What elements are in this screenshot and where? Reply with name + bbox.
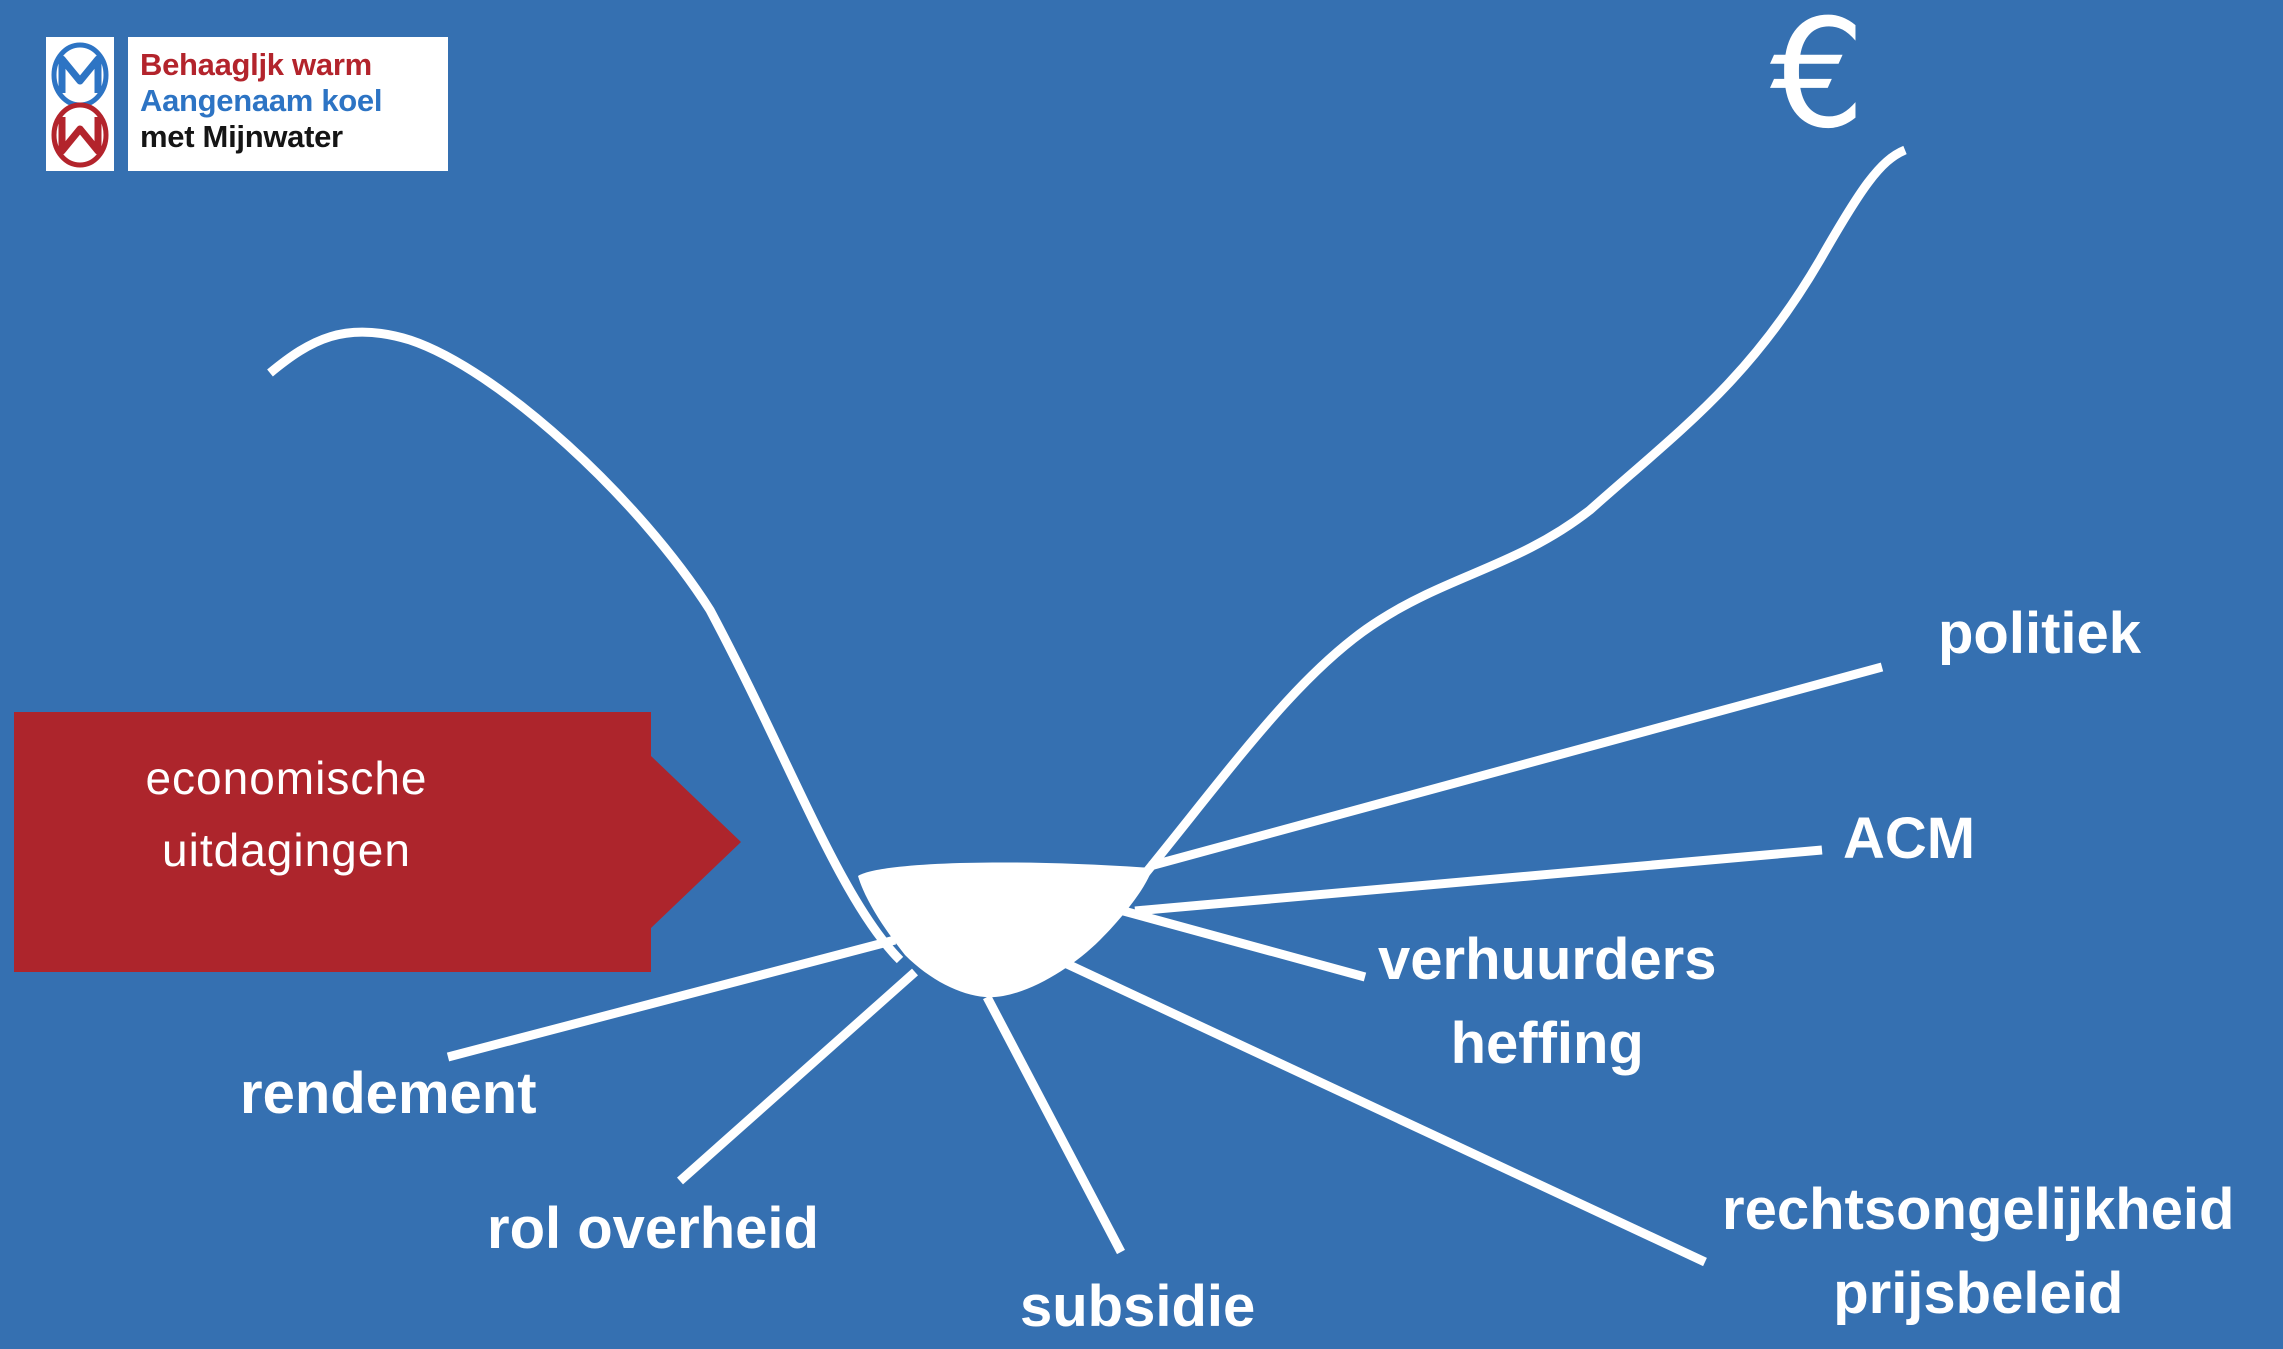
label-acm: ACM — [1843, 797, 1975, 881]
label-rol-overheid: rol overheid — [487, 1187, 819, 1271]
spoke-verhuurders — [1120, 910, 1365, 977]
spoke-subsidie — [987, 997, 1121, 1252]
label-politiek: politiek — [1938, 592, 2141, 676]
spoke-politiek — [1150, 667, 1882, 866]
label-verhuurders-heffing: verhuurders heffing — [1378, 918, 1716, 1086]
label-rechtsongelijkheid-prijsbeleid: rechtsongelijkheid prijsbeleid — [1722, 1168, 2234, 1336]
label-subsidie: subsidie — [1020, 1265, 1255, 1349]
label-rechts-line-2: prijsbeleid — [1722, 1252, 2234, 1336]
spoke-acm — [1135, 850, 1822, 911]
label-verhuurders-line-1: verhuurders — [1378, 918, 1716, 1002]
label-rechts-line-1: rechtsongelijkheid — [1722, 1168, 2234, 1252]
left-curve — [270, 332, 900, 960]
spoke-rol-overheid — [680, 972, 915, 1181]
valley-bowl — [858, 862, 1152, 997]
label-rendement: rendement — [240, 1052, 537, 1136]
right-curve — [1140, 150, 1905, 880]
label-verhuurders-line-2: heffing — [1378, 1002, 1716, 1086]
spoke-rendement — [448, 940, 895, 1057]
